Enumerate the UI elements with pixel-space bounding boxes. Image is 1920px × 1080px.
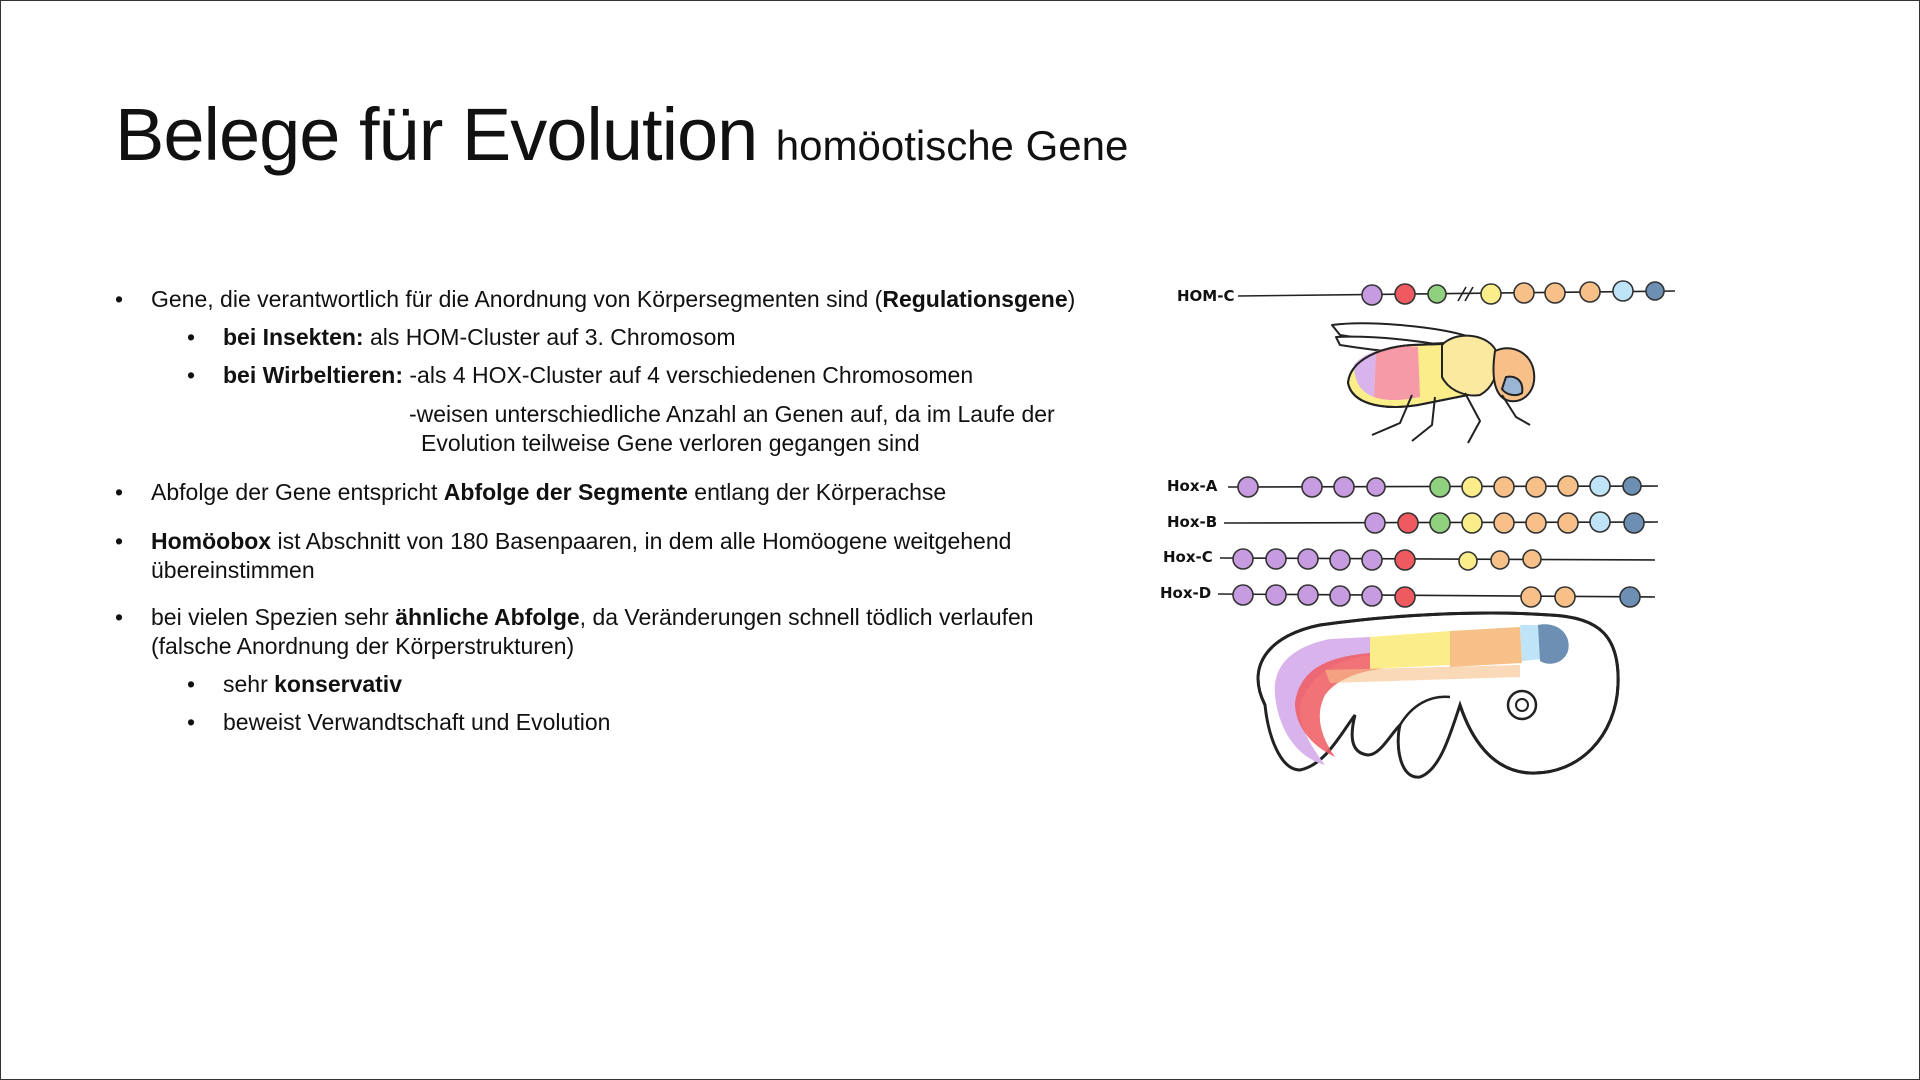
bullet-text-part: als HOM-Cluster auf 3. Chromosom	[363, 324, 736, 350]
bullet-marker: •	[115, 286, 124, 312]
bullet-text-bold: Regulationsgene	[882, 286, 1068, 312]
subbullet-wirbeltiere-continuation-1: -weisen unterschiedliche Anzahl an Genen…	[409, 401, 1055, 427]
bullet-text-part: , da Veränderungen schnell tödlich verla…	[579, 604, 1034, 630]
bullet-text: Abfolge der Gene entspricht Abfolge der …	[151, 478, 946, 507]
bullet-text: Homöobox ist Abschnitt von 180 Basenpaar…	[151, 527, 1011, 556]
bullet-text-bold: bei Wirbeltieren:	[223, 362, 403, 388]
bullet-text: bei Insekten: als HOM-Cluster auf 3. Chr…	[223, 323, 736, 352]
bullet-text-part: Gene, die verantwortlich für die Anordnu…	[151, 286, 883, 312]
hom-c-label: HOM-C	[1177, 287, 1234, 305]
bullet-marker: •	[187, 709, 196, 735]
bullet-text: bei Wirbeltieren: -als 4 HOX-Cluster auf…	[223, 361, 973, 390]
bullet-text: sehr konservativ	[223, 670, 402, 699]
bullet-text-part: -als 4 HOX-Cluster auf 4 verschiedenen C…	[403, 362, 974, 388]
hom-c-genes	[1361, 280, 1665, 306]
bullet-marker: •	[187, 362, 196, 388]
hox-d-genes	[1232, 584, 1641, 608]
bullet-text-bold: ähnliche Abfolge	[395, 604, 580, 630]
bullet-text: Gene, die verantwortlich für die Anordnu…	[151, 285, 1075, 314]
bullet-text-bold: konservativ	[274, 671, 402, 697]
hox-c-label: Hox-C	[1163, 548, 1213, 566]
bullet-text-bold: bei Insekten:	[223, 324, 364, 350]
hox-a-label: Hox-A	[1167, 477, 1218, 495]
bullet-text-part: ist Abschnitt von 180 Basenpaaren, in de…	[271, 528, 1012, 554]
embryo-drawing	[1256, 611, 1620, 779]
bullet-text-bold: Homöobox	[151, 528, 272, 554]
hox-a-genes	[1237, 475, 1642, 498]
bullet-text-part: bei vielen Spezien sehr	[151, 604, 396, 630]
slide-title: Belege für Evolution homöotische Gene	[115, 92, 1128, 177]
bullet-aehnliche-abfolge-line2: (falsche Anordnung der Körperstrukturen)	[151, 633, 575, 659]
bullet-text: bei vielen Spezien sehr ähnliche Abfolge…	[151, 603, 1034, 632]
bullet-text: beweist Verwandtschaft und Evolution	[223, 709, 611, 735]
bullet-text-bold: Abfolge der Segmente	[443, 479, 688, 505]
bullet-text-part: Abfolge der Gene entspricht	[151, 479, 444, 505]
bullet-marker: •	[187, 324, 196, 350]
hox-gene-figure: HOM-C Hox-A Hox-B	[1160, 280, 1676, 779]
hom-c-cluster: HOM-C	[1177, 280, 1676, 306]
bullet-marker: •	[115, 479, 124, 505]
bullet-text-part: )	[1067, 286, 1076, 312]
bullet-text-part: sehr	[223, 671, 275, 697]
bullet-marker: •	[115, 604, 124, 630]
fruit-fly-drawing	[1331, 322, 1536, 444]
hox-d-label: Hox-D	[1160, 584, 1211, 602]
title-subtitle: homöotische Gene	[775, 122, 1129, 169]
bullet-marker: •	[115, 528, 124, 554]
hox-c-genes	[1232, 548, 1542, 571]
title-main: Belege für Evolution	[115, 93, 758, 176]
bullet-text-part: entlang der Körperachse	[687, 479, 947, 505]
hox-b-label: Hox-B	[1167, 513, 1217, 531]
bullet-marker: •	[187, 671, 196, 697]
bullet-homoeobox-line2: übereinstimmen	[151, 557, 315, 583]
hox-b-genes	[1364, 511, 1645, 534]
subbullet-wirbeltiere-continuation-2: Evolution teilweise Gene verloren gegang…	[421, 430, 920, 456]
hox-clusters: Hox-A Hox-B Hox-C Hox-D	[1160, 475, 1659, 608]
